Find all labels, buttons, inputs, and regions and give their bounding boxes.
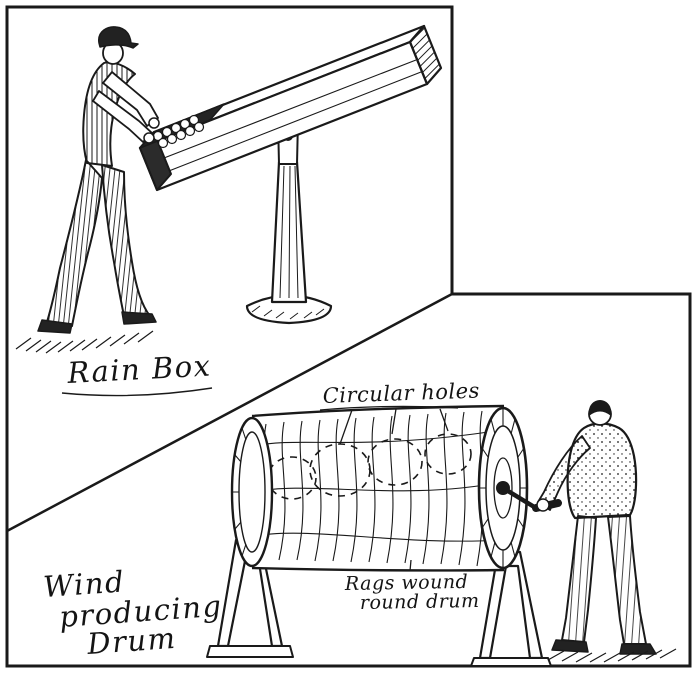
man2-hair bbox=[589, 400, 611, 416]
right-trestle-foot bbox=[470, 657, 552, 667]
rain-box-man bbox=[15, 26, 160, 354]
man2-left-shoe bbox=[551, 639, 589, 653]
man2-right-shoe bbox=[619, 643, 657, 655]
man1-upper-arm bbox=[102, 71, 159, 127]
man2-jacket bbox=[566, 422, 638, 520]
drum-rag-wraps-horizontal bbox=[253, 429, 503, 542]
rain-box-caption-text: Rain Box bbox=[66, 348, 213, 390]
drum-supports bbox=[206, 538, 552, 667]
drum-left-flange-hatch bbox=[232, 427, 247, 557]
rain-box-scene: Rain Box bbox=[15, 24, 443, 397]
scene-divider-line bbox=[6, 292, 453, 533]
wind-drum-caption: Wind producing Drum bbox=[42, 564, 223, 661]
box-end-face bbox=[408, 24, 443, 86]
man1-front-shoe bbox=[121, 311, 157, 325]
pedestal-column-lines bbox=[279, 165, 299, 299]
rags-leader-line bbox=[409, 559, 412, 572]
wind-caption-line3: Drum bbox=[85, 621, 177, 661]
rags-label-line1: Rags wound bbox=[344, 571, 469, 595]
man2-ground-shadow-hatch bbox=[547, 648, 677, 663]
man1-back-shoe bbox=[37, 319, 73, 334]
circular-holes-label: Circular holes bbox=[322, 379, 480, 408]
circular-holes-leader-lines bbox=[339, 408, 449, 445]
wind-drum-device bbox=[230, 404, 562, 572]
circular-holes-annotation: Circular holes bbox=[319, 379, 480, 445]
rags-annotation: Rags wound round drum bbox=[344, 559, 480, 614]
rain-box-device bbox=[138, 24, 443, 192]
man1-lower-arm bbox=[92, 90, 153, 143]
man1-ground-shadow-hatch bbox=[15, 330, 154, 354]
peas bbox=[152, 114, 205, 149]
man1-cap bbox=[98, 26, 139, 49]
wind-caption-line1: Wind bbox=[42, 564, 126, 604]
man2-hand bbox=[536, 498, 550, 512]
left-trestle-foot bbox=[206, 645, 294, 658]
rain-box-caption: Rain Box bbox=[61, 348, 213, 397]
box-side-lines bbox=[145, 59, 422, 179]
drum-right-flange-hatch bbox=[479, 408, 527, 568]
drum-body-fill bbox=[252, 406, 504, 570]
pedestal-base-hatch bbox=[251, 305, 325, 320]
drum-right-flange-inner bbox=[493, 457, 513, 519]
wind-drum-scene: Circular holes Rags wound round drum Win… bbox=[42, 379, 677, 667]
circular-holes-underline bbox=[319, 405, 459, 411]
man1-hand-upper bbox=[148, 117, 160, 129]
crank-arm bbox=[500, 485, 539, 511]
rags-label-line2: round drum bbox=[360, 590, 480, 614]
rain-box-caption-underline bbox=[61, 387, 213, 397]
wind-drum-man bbox=[536, 400, 677, 663]
drum-body-outline bbox=[251, 404, 505, 572]
man1-hand-lower bbox=[143, 132, 155, 144]
